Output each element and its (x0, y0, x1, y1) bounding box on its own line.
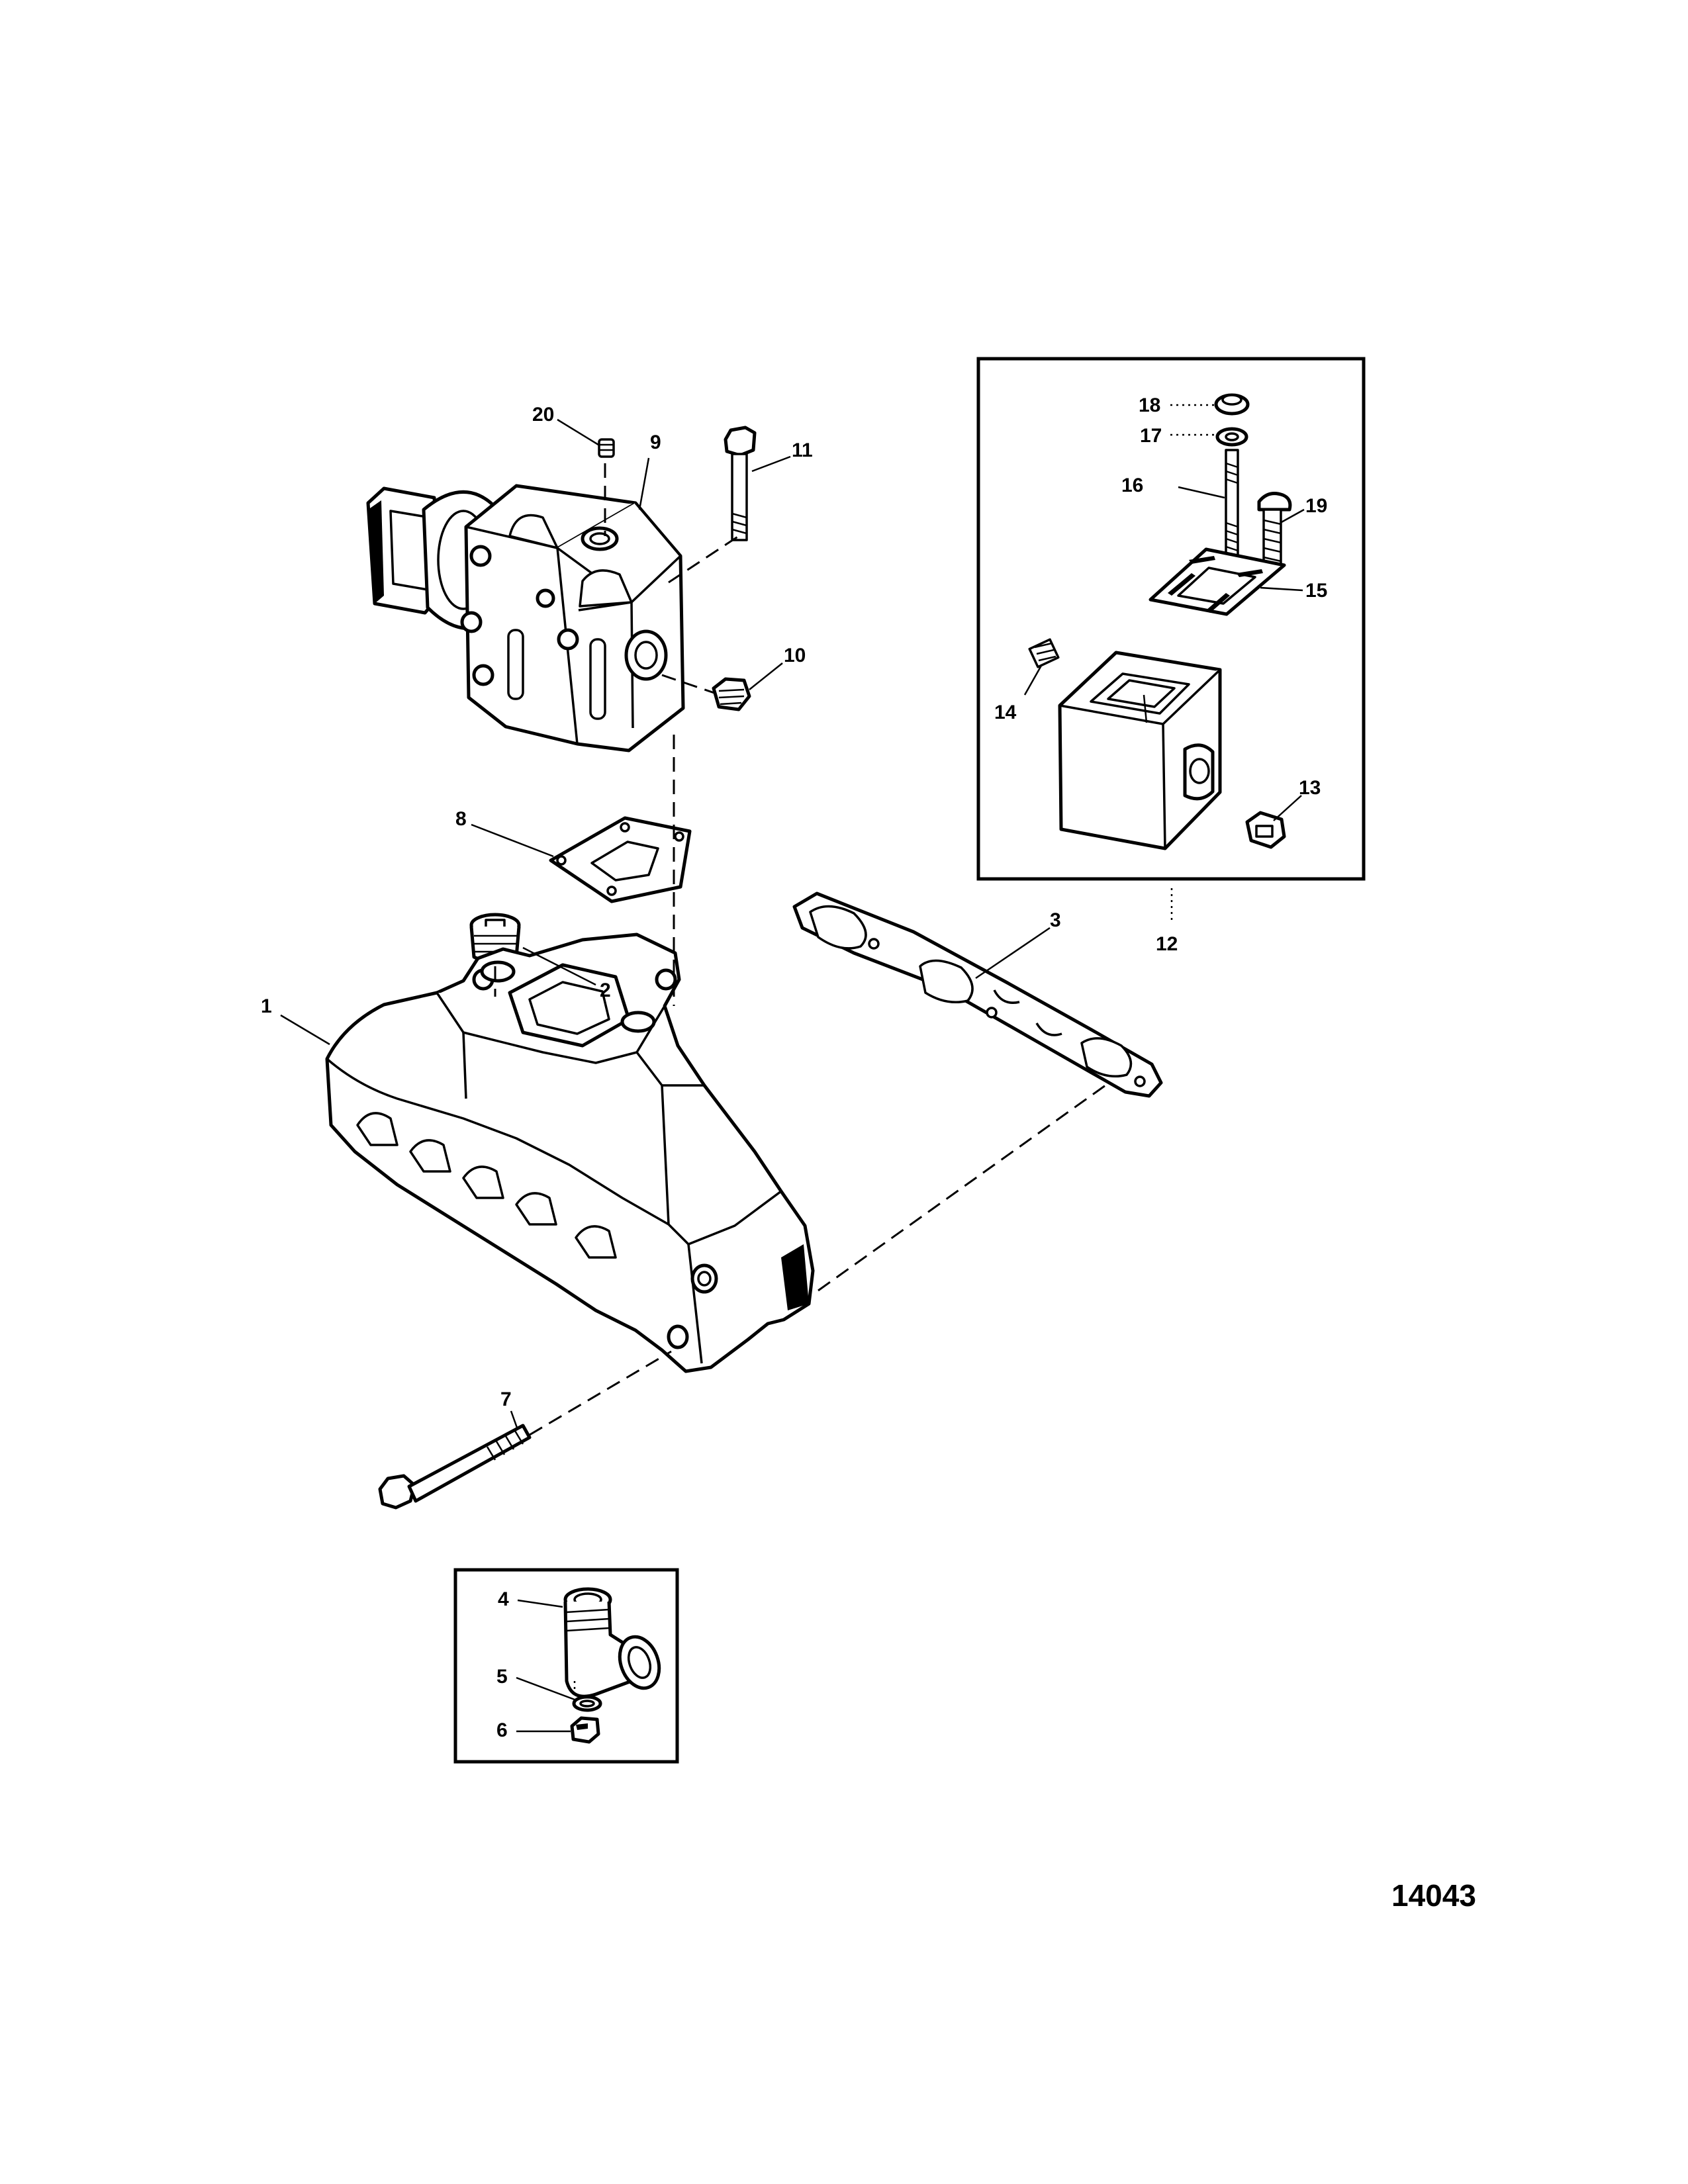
assembly-lines (494, 463, 1106, 1436)
callout-leaders (280, 418, 1051, 1430)
part-4-elbow-fitting (563, 1587, 661, 1707)
callout-20: 20 (532, 404, 554, 426)
callout-17: 17 (1140, 425, 1162, 447)
callout-11: 11 (792, 439, 813, 461)
part-5-o-ring (572, 1695, 602, 1712)
fitting-leaders (516, 1599, 575, 1733)
part-18-nut (1214, 393, 1250, 416)
callout-5: 5 (496, 1666, 508, 1688)
detail-leaders (1023, 404, 1305, 920)
figure-number: 14043 (1391, 1878, 1476, 1913)
callout-19: 19 (1305, 495, 1327, 517)
callout-8: 8 (455, 808, 467, 830)
callout-14: 14 (994, 702, 1017, 723)
part-3-gasket (792, 891, 1163, 1098)
part-17-washer (1215, 427, 1248, 447)
callout-12: 12 (1156, 933, 1178, 955)
callout-3: 3 (1050, 909, 1061, 931)
riser-kit-detail-frame (976, 357, 1366, 881)
part-6-fitting (570, 1716, 600, 1744)
callout-1: 1 (261, 995, 272, 1017)
part-20-plug (598, 438, 615, 458)
part-1-exhaust-manifold (325, 933, 815, 1373)
part-15-gasket (1149, 547, 1286, 616)
callout-7: 7 (500, 1388, 512, 1410)
part-19-screw (1257, 492, 1292, 567)
part-8-gasket (549, 816, 692, 903)
callout-18: 18 (1139, 394, 1160, 416)
part-10-plug (712, 677, 751, 711)
part-12-riser (1058, 651, 1222, 850)
part-13-plug (1245, 811, 1286, 849)
part-11-bolt (724, 426, 757, 541)
callout-6: 6 (496, 1719, 508, 1741)
part-9-exhaust-elbow (366, 484, 685, 752)
callout-labels: 1 2 3 4 5 6 7 8 9 10 11 12 13 14 15 16 1… (261, 394, 1327, 1741)
callout-13: 13 (1299, 777, 1321, 799)
callout-10: 10 (784, 645, 806, 666)
callout-16: 16 (1121, 475, 1143, 496)
part-7-bolt (378, 1424, 532, 1510)
callout-9: 9 (650, 432, 661, 453)
callout-2: 2 (600, 979, 611, 1001)
callout-15: 15 (1305, 580, 1327, 602)
part-14-plug (1028, 638, 1060, 668)
callout-4: 4 (498, 1588, 509, 1610)
fitting-detail-frame (453, 1568, 679, 1764)
